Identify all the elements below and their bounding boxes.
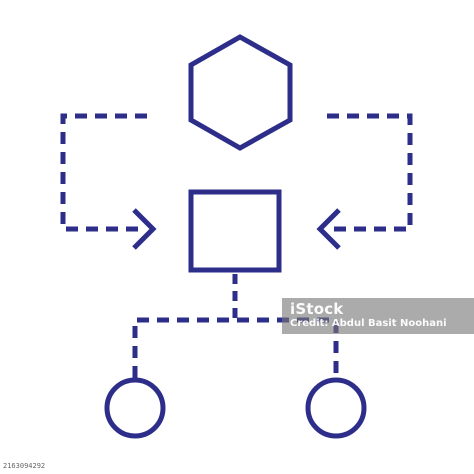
- arrowhead-right-icon: [132, 208, 157, 250]
- dashed-branch: [132, 317, 339, 378]
- left-circle: [104, 377, 166, 439]
- arrowhead-left-icon: [316, 208, 341, 250]
- watermark-banner: iStock Credit: Abdul Basit Noohani: [282, 298, 474, 334]
- watermark-credit: Credit: Abdul Basit Noohani: [290, 318, 447, 329]
- watermark-brand: iStock: [290, 300, 344, 318]
- right-circle: [305, 377, 367, 439]
- dashed-connector-right: [327, 113, 413, 232]
- process-square: [188, 189, 282, 273]
- stock-id: 2163094292: [3, 462, 46, 470]
- dashed-connector-left: [60, 113, 147, 232]
- hexagon-shape: [188, 34, 293, 151]
